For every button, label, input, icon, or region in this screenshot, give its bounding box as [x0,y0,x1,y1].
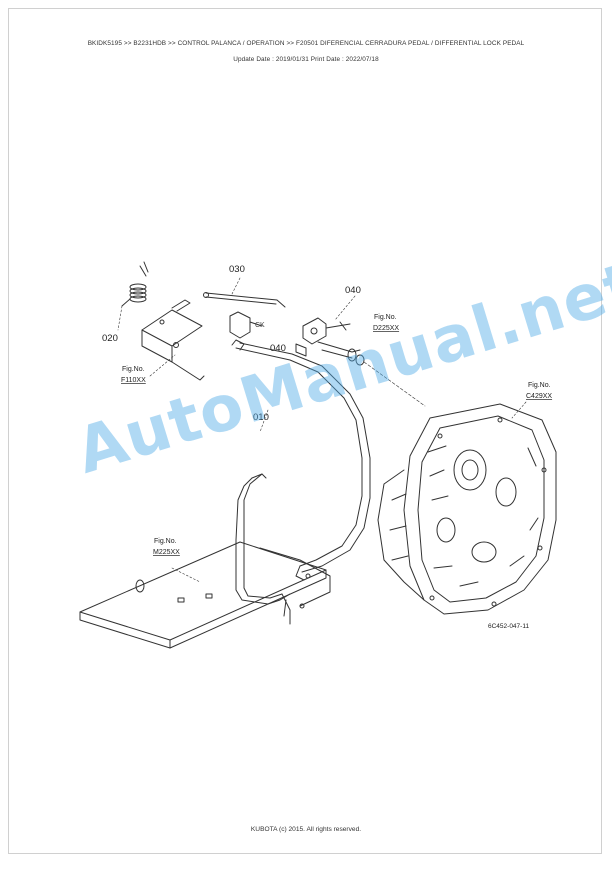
fig-ref-title: Fig.No. [528,382,551,389]
yoke-part-040-upper [295,317,365,366]
breadcrumb: BKIDK5195 >> B2231HDB >> CONTROL PALANCA… [87,40,525,47]
floor-plate-m225 [79,541,331,649]
fig-ref-code-f110: F110XX [121,377,146,384]
fig-ref-title: Fig.No. [154,538,177,545]
fig-ref-code-m225: M225XX [153,549,180,556]
bracket-f110 [141,299,205,381]
part-label-020: 020 [102,333,118,344]
part-label-010: 010 [253,412,269,423]
fig-ref-code-d225: D225XX [373,325,399,332]
part-label-040-lower: 040 [270,343,286,354]
part-label-040-upper: 040 [345,285,361,296]
fig-ref-code-c429: C429XX [526,393,552,400]
transmission-housing-c429 [377,403,557,615]
drawing-code: 6C452-047-11 [488,623,529,630]
spring-part-020 [121,261,149,307]
rod-part-030 [203,292,286,308]
date-line: Update Date : 2019/01/31 Print Date : 20… [233,56,379,63]
document-page: BKIDK5195 >> B2231HDB >> CONTROL PALANCA… [8,8,602,854]
pedal-arm-part-010 [231,339,371,625]
copyright-footer: KUBOTA (c) 2015. All rights reserved. [250,826,362,833]
part-label-030: 030 [229,264,245,275]
svg-text:CK: CK [255,322,265,329]
fig-ref-title: Fig.No. [374,314,397,321]
link-part-040-lower: CK [229,311,265,339]
fig-ref-title: Fig.No. [122,366,145,373]
